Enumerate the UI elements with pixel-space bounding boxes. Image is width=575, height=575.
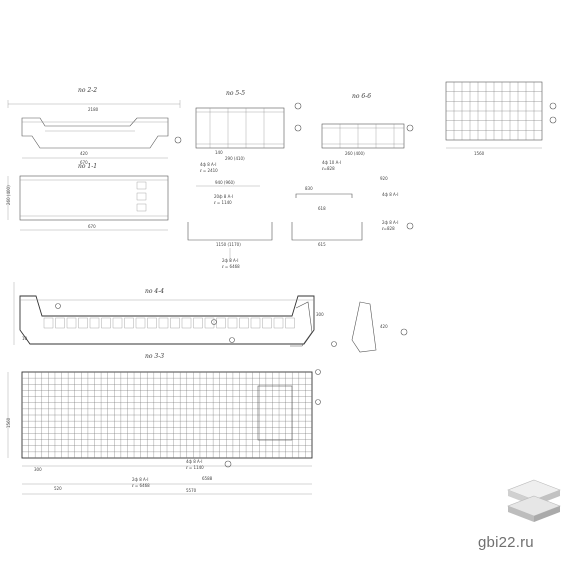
beam-cell: [239, 317, 249, 329]
rebar-detail-left: 4ф 8 А-I ℓ = 2410 940 (960) 20ф 8 А-I ℓ …: [187, 162, 273, 269]
beam-cell: [55, 317, 65, 329]
rebar-note-4: 4ф 10 А-I: [322, 160, 341, 165]
dim-260: 260 (400): [6, 185, 11, 205]
dim-670b: 670: [88, 224, 96, 229]
dim-300: 300: [316, 312, 324, 317]
beam-cell: [193, 317, 203, 329]
beam-cell: [101, 317, 111, 329]
dim-140: 140: [215, 150, 223, 155]
dim-940: 940 (960): [215, 180, 235, 185]
rebar-note-1c: 4ф 8 А-I: [186, 459, 202, 464]
beam-cell: [285, 317, 295, 329]
section-2-2: по 2-2 2180 420 670: [7, 87, 182, 165]
mesh-view-top-right: 1560: [445, 81, 557, 156]
section-4-4-title: по 4-4: [145, 288, 164, 295]
dim-6588: 6588: [202, 476, 213, 481]
beam-cell: [43, 317, 54, 329]
beam-cell: [170, 317, 180, 329]
rebar-detail-right: 830 618 615 920 4ф 8 А-I 2ф 8 А-I ℓ=828: [291, 176, 414, 247]
rebar-note-3b: ℓ = 6468: [131, 483, 150, 488]
dim-670: 670: [80, 160, 88, 165]
rebar-note-8c: 2ф 8 А-I: [132, 477, 148, 482]
dim-618: 618: [318, 206, 326, 211]
dim-920: 920: [380, 176, 388, 181]
beam-cell: [124, 317, 134, 329]
dim-260b: 260 (400): [345, 151, 365, 156]
beam-cell: [147, 317, 157, 329]
beam-cell: [262, 317, 272, 329]
beam-cell: [227, 317, 238, 329]
beam-cell: [181, 317, 192, 329]
dim-2180: 2180: [88, 107, 99, 112]
dim-1560b: 1560: [6, 417, 11, 428]
rebar-note-7: ℓ = 1140: [213, 200, 232, 205]
rebar-note-5: ℓ=828: [321, 166, 335, 171]
section-3-3: по 3-3 1560: [6, 353, 321, 468]
beam-cell: [89, 317, 100, 329]
beam-cell: [250, 317, 261, 329]
beam-cell: [273, 317, 284, 329]
watermark-site: gbi22.ru: [478, 534, 534, 551]
beam-cell: [216, 317, 226, 329]
section-2-2-title: по 2-2: [78, 87, 97, 94]
beam-cell: [112, 317, 123, 329]
dim-300b: 300: [34, 467, 42, 472]
dim-290: 290 (410): [225, 156, 245, 161]
rebar-note-7b: ℓ = 1140: [185, 465, 204, 470]
beam-cell: [135, 317, 146, 329]
section-6-6: по 6-6 260 (400) 4ф 10 А-I ℓ=828: [321, 93, 414, 171]
dim-520: 520: [54, 486, 62, 491]
dim-1560: 1560: [474, 151, 485, 156]
beam-end-detail: 300 420: [290, 301, 408, 353]
rebar-note-2: ℓ = 2410: [199, 168, 218, 173]
dim-830: 830: [305, 186, 313, 191]
dim-615: 615: [318, 242, 326, 247]
section-6-6-title: по 6-6: [352, 93, 371, 100]
beam-cell: [78, 317, 88, 329]
beam-cell: [204, 317, 215, 329]
dim-10: 10: [22, 336, 28, 341]
rebar-note-8: 2ф 8 А-I: [222, 258, 238, 263]
rebar-note-8b: 2ф 8 А-I: [382, 220, 398, 225]
rebar-note-1: 4ф 8 А-I: [200, 162, 216, 167]
rebar-note-3: ℓ = 6468: [221, 264, 240, 269]
rebar-note-5b: ℓ=828: [381, 226, 395, 231]
beam-cell: [66, 317, 77, 329]
section-5-5-top: по 5-5 140 290 (410): [195, 90, 302, 161]
section-4-4: по 4-4 10: [13, 282, 315, 345]
section-5-5-title: по 5-5: [226, 90, 245, 97]
dim-1150: 1150 (1170): [216, 242, 241, 247]
rebar-note-1b: 4ф 8 А-I: [382, 192, 398, 197]
dim-420: 420: [80, 151, 88, 156]
beam-cell: [158, 317, 169, 329]
dim-5570: 5570: [186, 488, 197, 493]
dim-420b: 420: [380, 324, 388, 329]
section-3-3-title: по 3-3: [145, 353, 164, 360]
bottom-dimensions: 300 520 4ф 8 А-I ℓ = 1140 2ф 8 А-I ℓ = 6…: [22, 459, 312, 495]
section-1-1-title: по 1-1: [78, 163, 97, 170]
rebar-note-6: 20ф 8 А-I: [214, 194, 233, 199]
section-1-1: по 1-1 260 (400) 670: [6, 163, 169, 231]
logo-icon: [507, 479, 561, 522]
